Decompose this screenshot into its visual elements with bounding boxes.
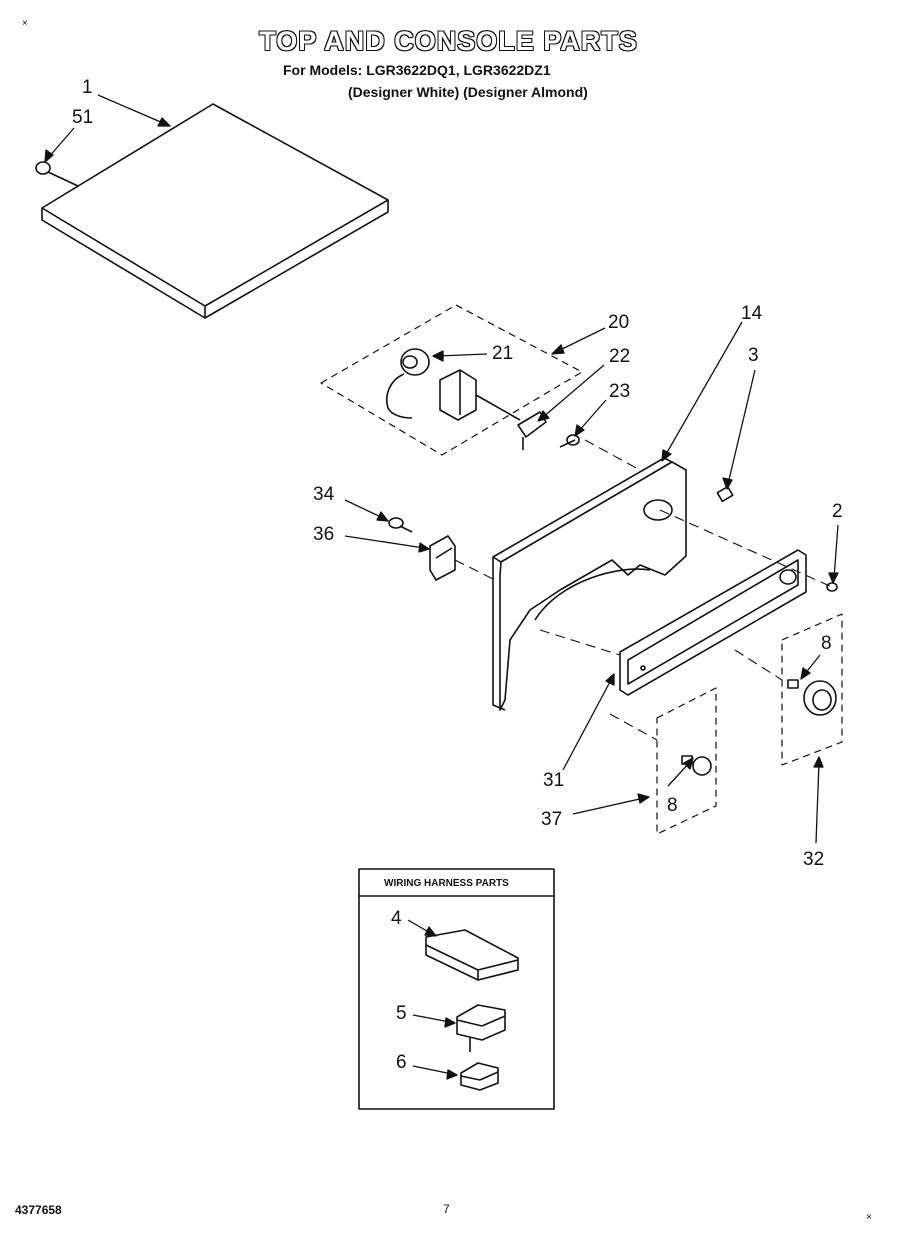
callout-8-lower: 8	[667, 795, 678, 816]
harness-connector-6-part	[460, 1062, 499, 1091]
leader-lines	[44, 94, 839, 844]
wiring-harness-box	[358, 868, 555, 1110]
callout-3: 3	[748, 345, 759, 366]
dashed-assembly-20	[320, 304, 583, 456]
callout-51: 51	[72, 107, 94, 128]
callout-2: 2	[832, 501, 843, 522]
timer-switch-22-part	[439, 369, 547, 450]
callout-5: 5	[396, 1003, 407, 1024]
screw-23-part	[559, 434, 580, 448]
callout-14: 14	[741, 303, 763, 324]
screw-2-part	[826, 582, 838, 592]
document-number: 4377658	[15, 1203, 62, 1217]
callout-34: 34	[313, 484, 335, 505]
callout-6: 6	[396, 1052, 407, 1073]
callout-23: 23	[609, 381, 631, 402]
callout-8-upper: 8	[821, 633, 832, 654]
corner-mark-top-left: ×	[22, 18, 28, 29]
variants-line: (Designer White) (Designer Almond)	[348, 84, 588, 100]
screw-34-part	[388, 517, 413, 533]
callout-4: 4	[391, 908, 402, 929]
bracket-36-part	[429, 535, 456, 581]
callout-1: 1	[82, 77, 93, 98]
callout-32: 32	[803, 849, 825, 870]
knob-8-upper-part	[787, 679, 837, 716]
console-14-part	[492, 457, 687, 711]
screw-51-part	[35, 161, 79, 187]
callout-22: 22	[609, 346, 631, 367]
harness-connector-5-part	[456, 1004, 506, 1052]
alignment-lines	[454, 439, 833, 741]
page-title: TOP AND CONSOLE PARTS	[259, 26, 638, 56]
harness-leader-lines	[407, 919, 458, 1080]
callout-21: 21	[492, 343, 514, 364]
timer-motor-21-part	[386, 348, 430, 419]
callout-20: 20	[608, 312, 630, 333]
dashed-assembly-32	[781, 613, 843, 766]
dashed-assembly-37	[656, 687, 717, 835]
control-panel-31-part	[619, 549, 807, 696]
corner-mark-bottom-right: ×	[866, 1212, 872, 1223]
screw-3-part	[716, 485, 734, 503]
page-number: 7	[443, 1202, 450, 1216]
top-panel-part	[41, 103, 389, 319]
callout-36: 36	[313, 524, 335, 545]
callout-37: 37	[541, 809, 563, 830]
wiring-box-title: WIRING HARNESS PARTS	[384, 878, 509, 889]
callout-31: 31	[543, 770, 565, 791]
models-line: For Models: LGR3622DQ1, LGR3622DZ1	[283, 62, 551, 78]
harness-connector-4-part	[425, 929, 519, 981]
